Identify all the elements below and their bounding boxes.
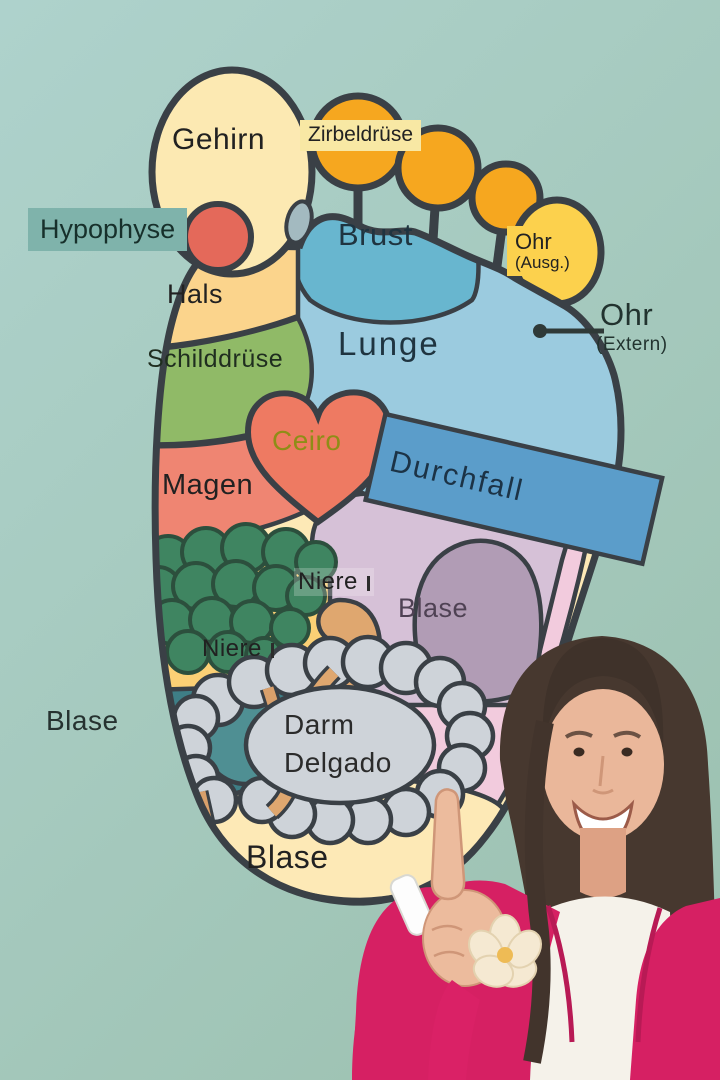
label-zirbeldruese: Zirbeldrüse [300, 120, 422, 151]
corsage-flower [467, 914, 543, 988]
presenter-eye-left [573, 747, 585, 757]
label-blase-bottom: Blase [246, 839, 329, 875]
label-hypophyse: Hypophyse [28, 208, 188, 252]
label-ohr-ausg-line2: (Ausg.) [515, 252, 570, 272]
region-bumps [155, 522, 338, 676]
label-schilddruese: Schilddrüse [147, 345, 284, 373]
label-ohr-extern-line2: (Extern) [596, 334, 668, 356]
blazer-lapel-left [545, 905, 575, 1043]
presenter-eye-right [621, 747, 633, 757]
presenter-neck [580, 828, 626, 898]
label-hals: Hals [167, 279, 224, 309]
label-darm-line2: Delgado [284, 746, 392, 778]
label-darm-line1: Darm [284, 709, 355, 740]
label-lunge: Lunge [338, 325, 440, 362]
label-darm-delgado: Darm Delgado [284, 706, 392, 782]
label-ohr-extern: Ohr (Extern) [596, 297, 668, 356]
label-blase-middle: Blase [398, 593, 469, 623]
label-ohr-extern-line1: Ohr [600, 297, 654, 332]
blazer-lapel-right [635, 907, 663, 1043]
presenter-brow-left [564, 730, 593, 739]
label-ceiro: Ceiro [272, 425, 342, 456]
presenter-hair-part [542, 638, 664, 750]
durchfall-band [362, 411, 665, 567]
presenter-photo [352, 636, 720, 1080]
presenter-nose [592, 755, 614, 795]
label-gehirn: Gehirn [172, 123, 266, 156]
intestine-center [243, 684, 437, 806]
label-ohr-ausg: Ohr (Ausg.) [507, 226, 578, 277]
foot-regions [155, 216, 621, 903]
label-blase-left: Blase [46, 705, 119, 736]
label-niere-upper: Niere [294, 568, 374, 596]
ohr-extern-pointer [533, 324, 604, 338]
presenter-hair-strand [523, 720, 554, 1064]
label-brust: Brust [338, 217, 413, 252]
presenter-brow-right [613, 730, 642, 739]
niere-upper-tick [366, 576, 370, 591]
label-magen: Magen [162, 469, 254, 501]
hypophyse-dot [182, 201, 254, 273]
teardrop-shape [284, 199, 314, 245]
label-ohr-ausg-line1: Ohr [515, 229, 552, 254]
niere-lower-tick [270, 643, 274, 658]
label-niere-lower: Niere [202, 636, 274, 662]
